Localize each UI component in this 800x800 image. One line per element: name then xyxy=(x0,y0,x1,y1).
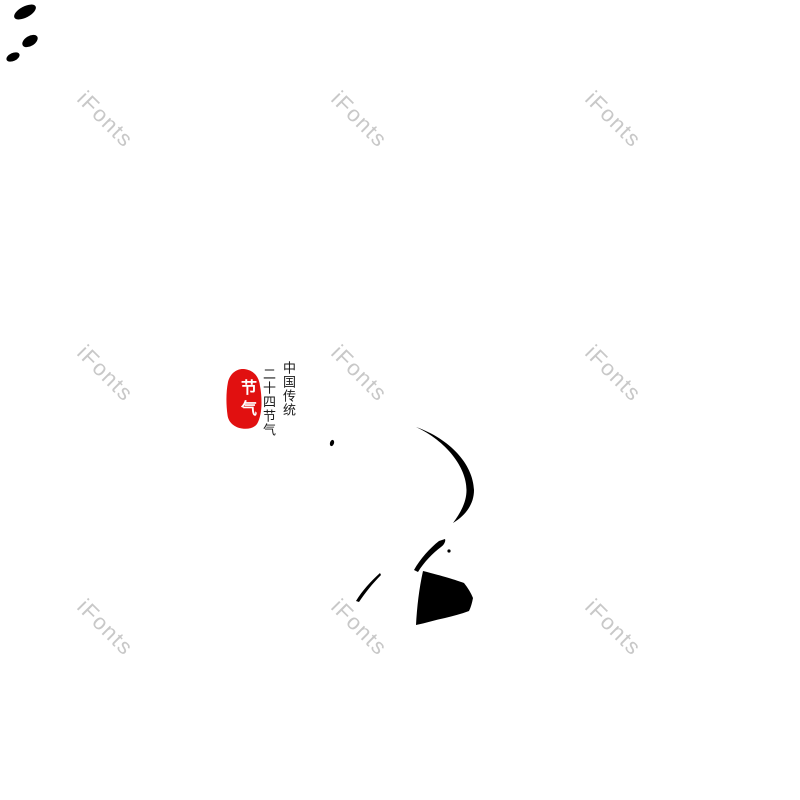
ink-splash-icon xyxy=(14,4,36,20)
ink-strokes-group xyxy=(6,4,474,625)
ink-hook-stroke xyxy=(414,539,446,572)
ink-splash-icon xyxy=(6,52,20,62)
ink-flick-stroke xyxy=(356,573,381,602)
ink-wedge-stroke xyxy=(416,571,473,625)
seal-characters: 节气 xyxy=(238,379,255,421)
caption-column-left: 二十四节气 xyxy=(261,367,276,437)
ink-crescent-stroke xyxy=(416,427,474,523)
ink-dot-icon xyxy=(329,439,335,447)
seal-stamp xyxy=(226,368,262,429)
ink-dot-icon xyxy=(447,549,451,553)
ink-splash-icon xyxy=(22,34,38,48)
caption-column-right: 中国传统 xyxy=(281,361,296,417)
